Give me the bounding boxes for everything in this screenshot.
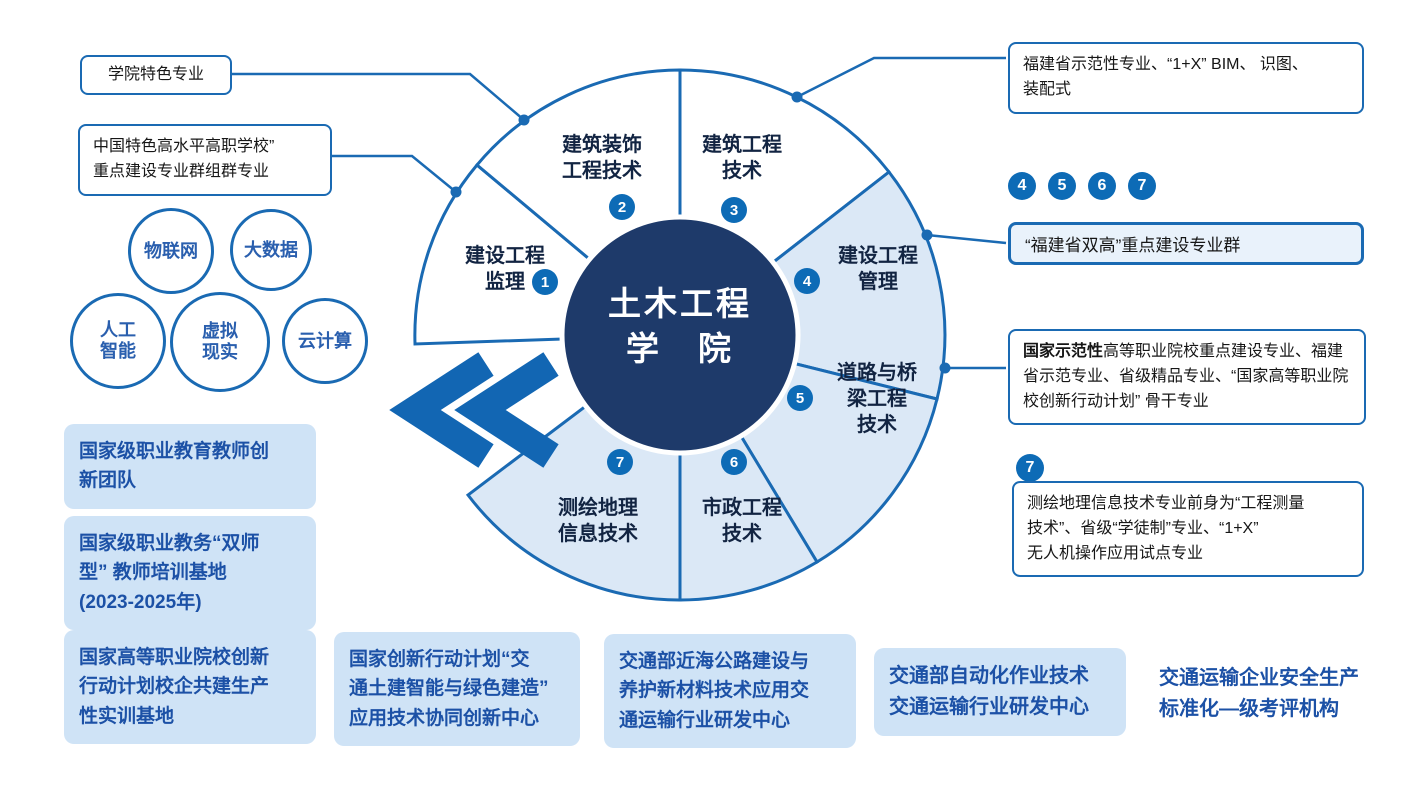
tech-circle-ai: 人工 智能 [70,293,166,389]
connector-dot [518,114,530,126]
bottom-box-green-construction-center: 国家创新行动计划“交 通土建智能与绿色建造” 应用技术协同创新中心 [334,632,580,747]
bottom-box-coastal-road-center: 交通部近海公路建设与 养护新材料技术应用交 通运输行业研发中心 [604,634,856,749]
college-title: 土木工程 学 院 [608,285,752,367]
callout-line-shuanggao [926,233,1007,245]
sector-label-construction-management: 建设工程 管理 [838,245,918,293]
shuanggao-badge-4: 4 [1008,172,1036,200]
shuanggao-badge-5: 5 [1048,172,1076,200]
tech-circle-iot: 物联网 [128,208,214,294]
sector-badge-3: 3 [721,197,747,223]
callout-line-fujian-demo [796,56,1006,99]
callout-national-demonstration: 国家示范性高等职业院校重点建设专业、福建省示范专业、省级精品专业、“国家高等职业… [1008,329,1366,426]
callout-china-high-level-school: 中国特色高水平高职学校” 重点建设专业群组群专业 [78,124,332,196]
left-box-double-qualified-training-base: 国家级职业教务“双师 型” 教师培训基地 (2023-2025年) [64,516,316,631]
bottom-box-automation-center: 交通部自动化作业技术 交通运输行业研发中心 [874,648,1126,736]
connector-dot [921,229,933,241]
center-circle [559,214,801,456]
connector-dot [791,91,803,103]
callout-fujian-demonstration: 福建省示范性专业、“1+X” BIM、 识图、 装配式 [1008,42,1364,114]
double-chevron-icon [454,352,559,468]
national-demonstration-rest: 高等职业院校重点建设专业、福建省示范专业、省级精品专业、“国家高等职业院校创新行… [1023,343,1349,410]
tech-circle-cloud: 云计算 [282,298,368,384]
left-box-teacher-innovation-team: 国家级职业教育教师创 新团队 [64,424,316,509]
shuanggao-badge-7: 7 [1128,172,1156,200]
sector-badge-2: 2 [609,194,635,220]
callout-line-special [232,72,525,121]
sector-badge-5: 5 [787,385,813,411]
tech-circle-big-data: 大数据 [230,209,312,291]
bottom-box-training-base: 国家高等职业院校创新 行动计划校企共建生产 性实训基地 [64,630,316,745]
sector-label-surveying-geoinfo: 测绘地理 信息技术 [558,497,638,545]
tech-circle-vr: 虚拟 现实 [170,292,270,392]
callout-surveying-history: 测绘地理信息技术专业前身为“工程测量 技术”、省级“学徒制”专业、“1+X” 无… [1012,481,1364,578]
sector-label-construction-supervision: 建设工程 监理 [465,245,545,293]
connector-dot [939,362,951,374]
sector-badge-4: 4 [794,268,820,294]
sector-badge-6: 6 [721,449,747,475]
surveying-badge-7: 7 [1016,454,1044,482]
callout-line-china-class [332,154,457,193]
callout-college-special-majors: 学院特色专业 [80,55,232,95]
sector-label-road-bridge: 道路与桥 梁工程 技术 [837,362,917,436]
sector-label-municipal-engineering: 市政工程 技术 [702,497,782,545]
callout-fujian-shuanggao-group: “福建省双高”重点建设专业群 [1008,222,1364,265]
sector-badge-7: 7 [607,449,633,475]
shuanggao-badge-6: 6 [1088,172,1116,200]
bottom-box-safety-assessment: 交通运输企业安全生产 标准化—级考评机构 [1159,667,1359,720]
sector-label-building-decoration: 建筑装饰 工程技术 [562,134,642,182]
national-demonstration-bold: 国家示范性 [1023,343,1104,360]
sector-badge-1: 1 [532,269,558,295]
connector-dot [450,186,462,198]
sector-label-building-engineering: 建筑工程 技术 [702,134,782,182]
double-chevron-icon [389,352,494,468]
